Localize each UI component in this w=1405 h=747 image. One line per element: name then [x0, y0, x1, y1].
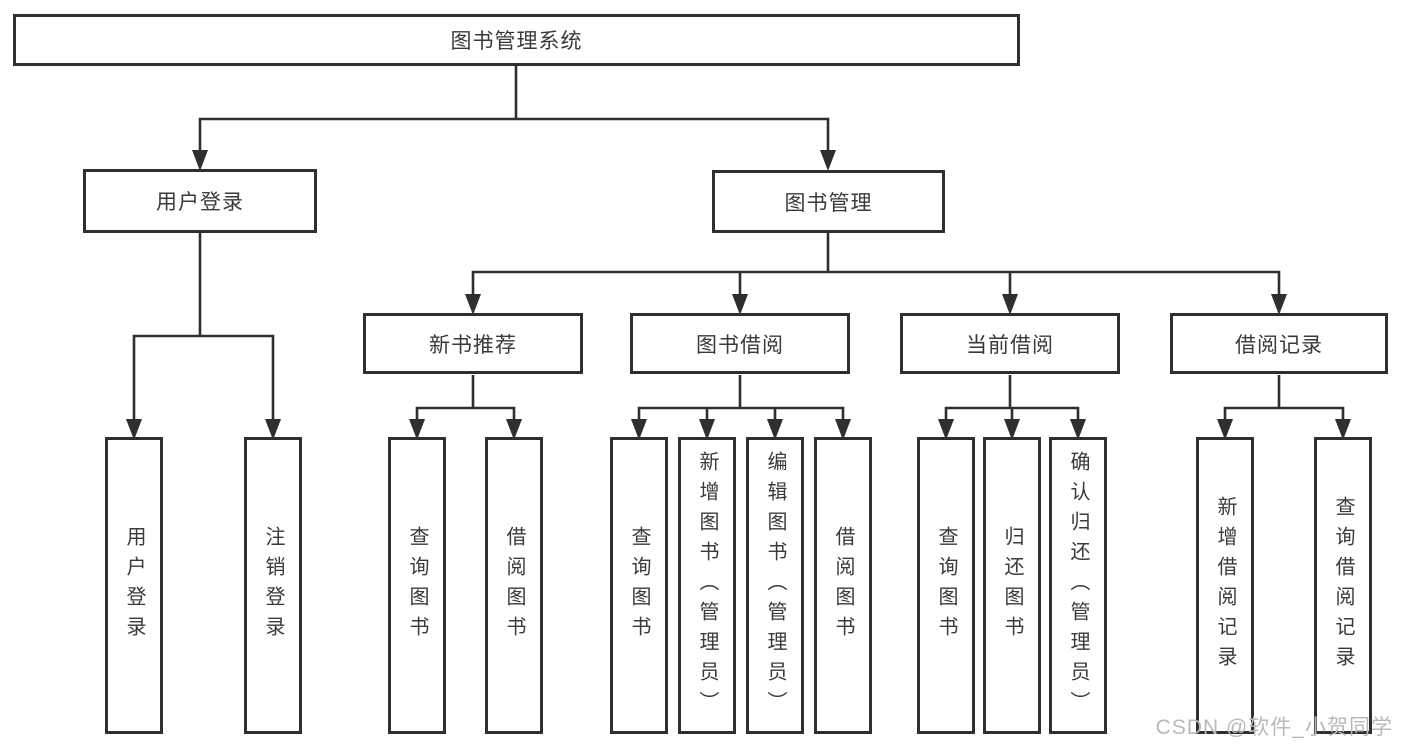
- leaf-edit-books-admin: 编辑图书（管理员）: [746, 437, 804, 734]
- leaf-query-books-1: 查询图书: [388, 437, 446, 734]
- node-label: 注销登录: [262, 525, 284, 646]
- leaf-query-borrow-record: 查询借阅记录: [1314, 437, 1372, 734]
- node-label: 查询图书: [406, 525, 428, 646]
- node-book-borrowing: 图书借阅: [630, 313, 850, 374]
- node-label: 新增借阅记录: [1214, 495, 1236, 676]
- node-label: 归还图书: [1001, 525, 1023, 646]
- node-label: 当前借阅: [966, 333, 1054, 357]
- node-label: 用户登录: [123, 525, 145, 646]
- leaf-add-borrow-record: 新增借阅记录: [1196, 437, 1254, 734]
- node-borrowing-records: 借阅记录: [1170, 313, 1388, 374]
- node-label: 查询图书: [628, 525, 650, 646]
- node-label: 新增图书（管理员）: [696, 450, 718, 721]
- node-book-management: 图书管理: [712, 170, 945, 233]
- leaf-add-books-admin: 新增图书（管理员）: [678, 437, 736, 734]
- node-label: 确认归还（管理员）: [1067, 450, 1089, 721]
- leaf-borrow-books-1: 借阅图书: [485, 437, 543, 734]
- node-label: 借阅记录: [1235, 333, 1323, 357]
- leaf-user-login: 用户登录: [105, 437, 163, 734]
- node-current-borrowing: 当前借阅: [900, 313, 1120, 374]
- node-user-login: 用户登录: [83, 169, 317, 233]
- node-label: 图书借阅: [696, 333, 784, 357]
- node-label: 编辑图书（管理员）: [764, 450, 786, 721]
- leaf-query-books-2: 查询图书: [610, 437, 668, 734]
- node-label: 新书推荐: [429, 333, 517, 357]
- node-label: 图书管理系统: [450, 30, 583, 53]
- leaf-confirm-return-admin: 确认归还（管理员）: [1049, 437, 1107, 734]
- node-label: 图书管理: [784, 191, 873, 215]
- node-label: 查询借阅记录: [1332, 495, 1354, 676]
- leaf-logout: 注销登录: [244, 437, 302, 734]
- arrowheads: [126, 150, 1351, 440]
- node-label: 借阅图书: [503, 525, 525, 646]
- node-label: 借阅图书: [832, 525, 854, 646]
- node-label: 用户登录: [156, 191, 244, 214]
- node-root-library-management-system: 图书管理系统: [13, 14, 1020, 66]
- node-label: 查询图书: [935, 525, 957, 646]
- leaf-query-books-3: 查询图书: [917, 437, 975, 734]
- node-new-book-recommendation: 新书推荐: [363, 313, 583, 374]
- leaf-borrow-books-2: 借阅图书: [814, 437, 872, 734]
- csdn-watermark: CSDN @软件_小贺同学: [1155, 716, 1393, 739]
- leaf-return-books: 归还图书: [983, 437, 1041, 734]
